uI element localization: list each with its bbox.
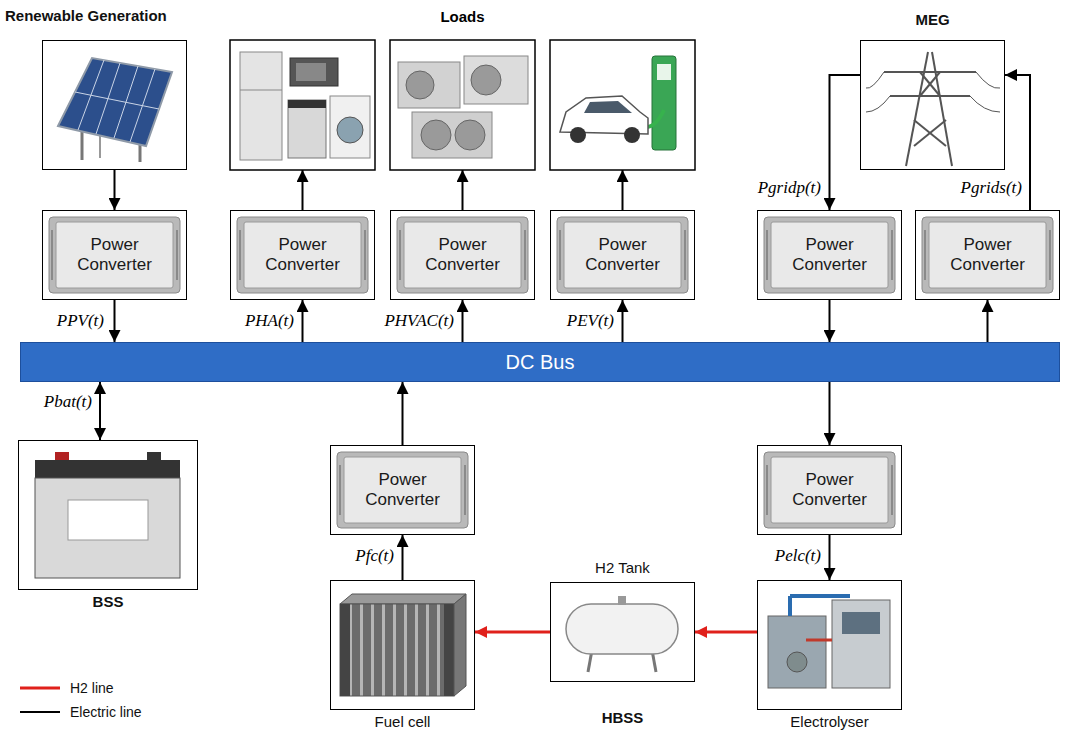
power-flow-label: PHA(t) bbox=[243, 311, 296, 331]
converter-label: Power Converter bbox=[776, 470, 883, 511]
node-heading: BSS bbox=[19, 593, 197, 610]
hydrogen-tank bbox=[566, 596, 678, 672]
node-heading: Electrolyser bbox=[758, 713, 901, 730]
load-boxes bbox=[230, 40, 695, 170]
electrolyser-box: Electrolyser bbox=[757, 580, 902, 710]
electric-vehicle bbox=[560, 56, 676, 150]
hvac-units bbox=[398, 56, 528, 158]
fuel-cell-box: Fuel cell bbox=[330, 580, 475, 710]
electric-line bbox=[302, 300, 304, 342]
electric-line bbox=[830, 75, 861, 210]
battery bbox=[35, 452, 180, 578]
legend-row: Electric line bbox=[20, 700, 142, 724]
bus-label: DC Bus bbox=[506, 351, 575, 374]
legend-line-sample bbox=[20, 682, 60, 694]
electric-line bbox=[114, 170, 116, 210]
converter-box: Power Converter bbox=[915, 210, 1060, 300]
electric-line bbox=[829, 382, 831, 445]
power-flow-label: PPV(t) bbox=[55, 311, 106, 331]
electric-line bbox=[402, 382, 404, 445]
converter-label: Power Converter bbox=[934, 235, 1041, 276]
generation-box: Renewable Generation bbox=[42, 40, 187, 170]
converter-box: Power Converter bbox=[550, 210, 695, 300]
fuel-cell-stack bbox=[340, 594, 466, 696]
hydrogen-line bbox=[475, 631, 550, 634]
legend-text: H2 line bbox=[70, 680, 114, 696]
converter-box: Power Converter bbox=[42, 210, 187, 300]
converter-box: Power Converter bbox=[390, 210, 535, 300]
legend-line-sample bbox=[20, 706, 60, 718]
power-flow-label: PEV(t) bbox=[565, 311, 616, 331]
node-heading: Fuel cell bbox=[331, 713, 474, 730]
power-flow-label: Pelc(t) bbox=[773, 546, 823, 566]
node-heading: Renewable Generation bbox=[5, 7, 167, 24]
electrolyser-unit bbox=[768, 596, 890, 688]
converter-label: Power Converter bbox=[249, 235, 356, 276]
tank-box: H2 TankHBSS bbox=[550, 582, 695, 682]
converter-box: Power Converter bbox=[330, 445, 475, 535]
power-flow-label: Pbat(t) bbox=[42, 392, 94, 412]
electric-line bbox=[402, 535, 404, 580]
solar-panel bbox=[58, 58, 172, 162]
converter-label: Power Converter bbox=[409, 235, 516, 276]
group-heading: Loads bbox=[390, 8, 535, 25]
electric-line bbox=[99, 382, 101, 440]
converter-label: Power Converter bbox=[349, 470, 456, 511]
node-heading: HBSS bbox=[551, 709, 694, 726]
electric-line bbox=[829, 300, 831, 342]
converter-box: Power Converter bbox=[757, 445, 902, 535]
legend-row: H2 line bbox=[20, 676, 142, 700]
electric-line bbox=[987, 300, 989, 342]
electric-line bbox=[829, 535, 831, 580]
hydrogen-line bbox=[695, 631, 757, 634]
grid-box: MEG bbox=[860, 40, 1005, 170]
dc-bus-bar: DC Bus bbox=[20, 342, 1060, 382]
legend-text: Electric line bbox=[70, 704, 142, 720]
node-heading: MEG bbox=[861, 11, 1004, 28]
electric-line bbox=[462, 300, 464, 342]
converter-label: Power Converter bbox=[569, 235, 676, 276]
power-flow-label: Pgridp(t) bbox=[756, 178, 823, 198]
power-flow-label: Pfc(t) bbox=[353, 546, 396, 566]
transmission-tower bbox=[866, 52, 1000, 166]
load-arrows bbox=[303, 170, 623, 210]
converter-box: Power Converter bbox=[757, 210, 902, 300]
electric-line bbox=[114, 300, 116, 342]
legend: H2 lineElectric line bbox=[20, 676, 142, 724]
power-flow-label: Pgrids(t) bbox=[959, 178, 1024, 198]
converter-label: Power Converter bbox=[61, 235, 168, 276]
node-heading: H2 Tank bbox=[551, 559, 694, 576]
converter-box: Power Converter bbox=[230, 210, 375, 300]
electric-line bbox=[622, 300, 624, 342]
home-appliances bbox=[240, 52, 370, 160]
converter-label: Power Converter bbox=[776, 235, 883, 276]
battery-box: BSS bbox=[18, 440, 198, 590]
power-flow-label: PHVAC(t) bbox=[382, 311, 456, 331]
